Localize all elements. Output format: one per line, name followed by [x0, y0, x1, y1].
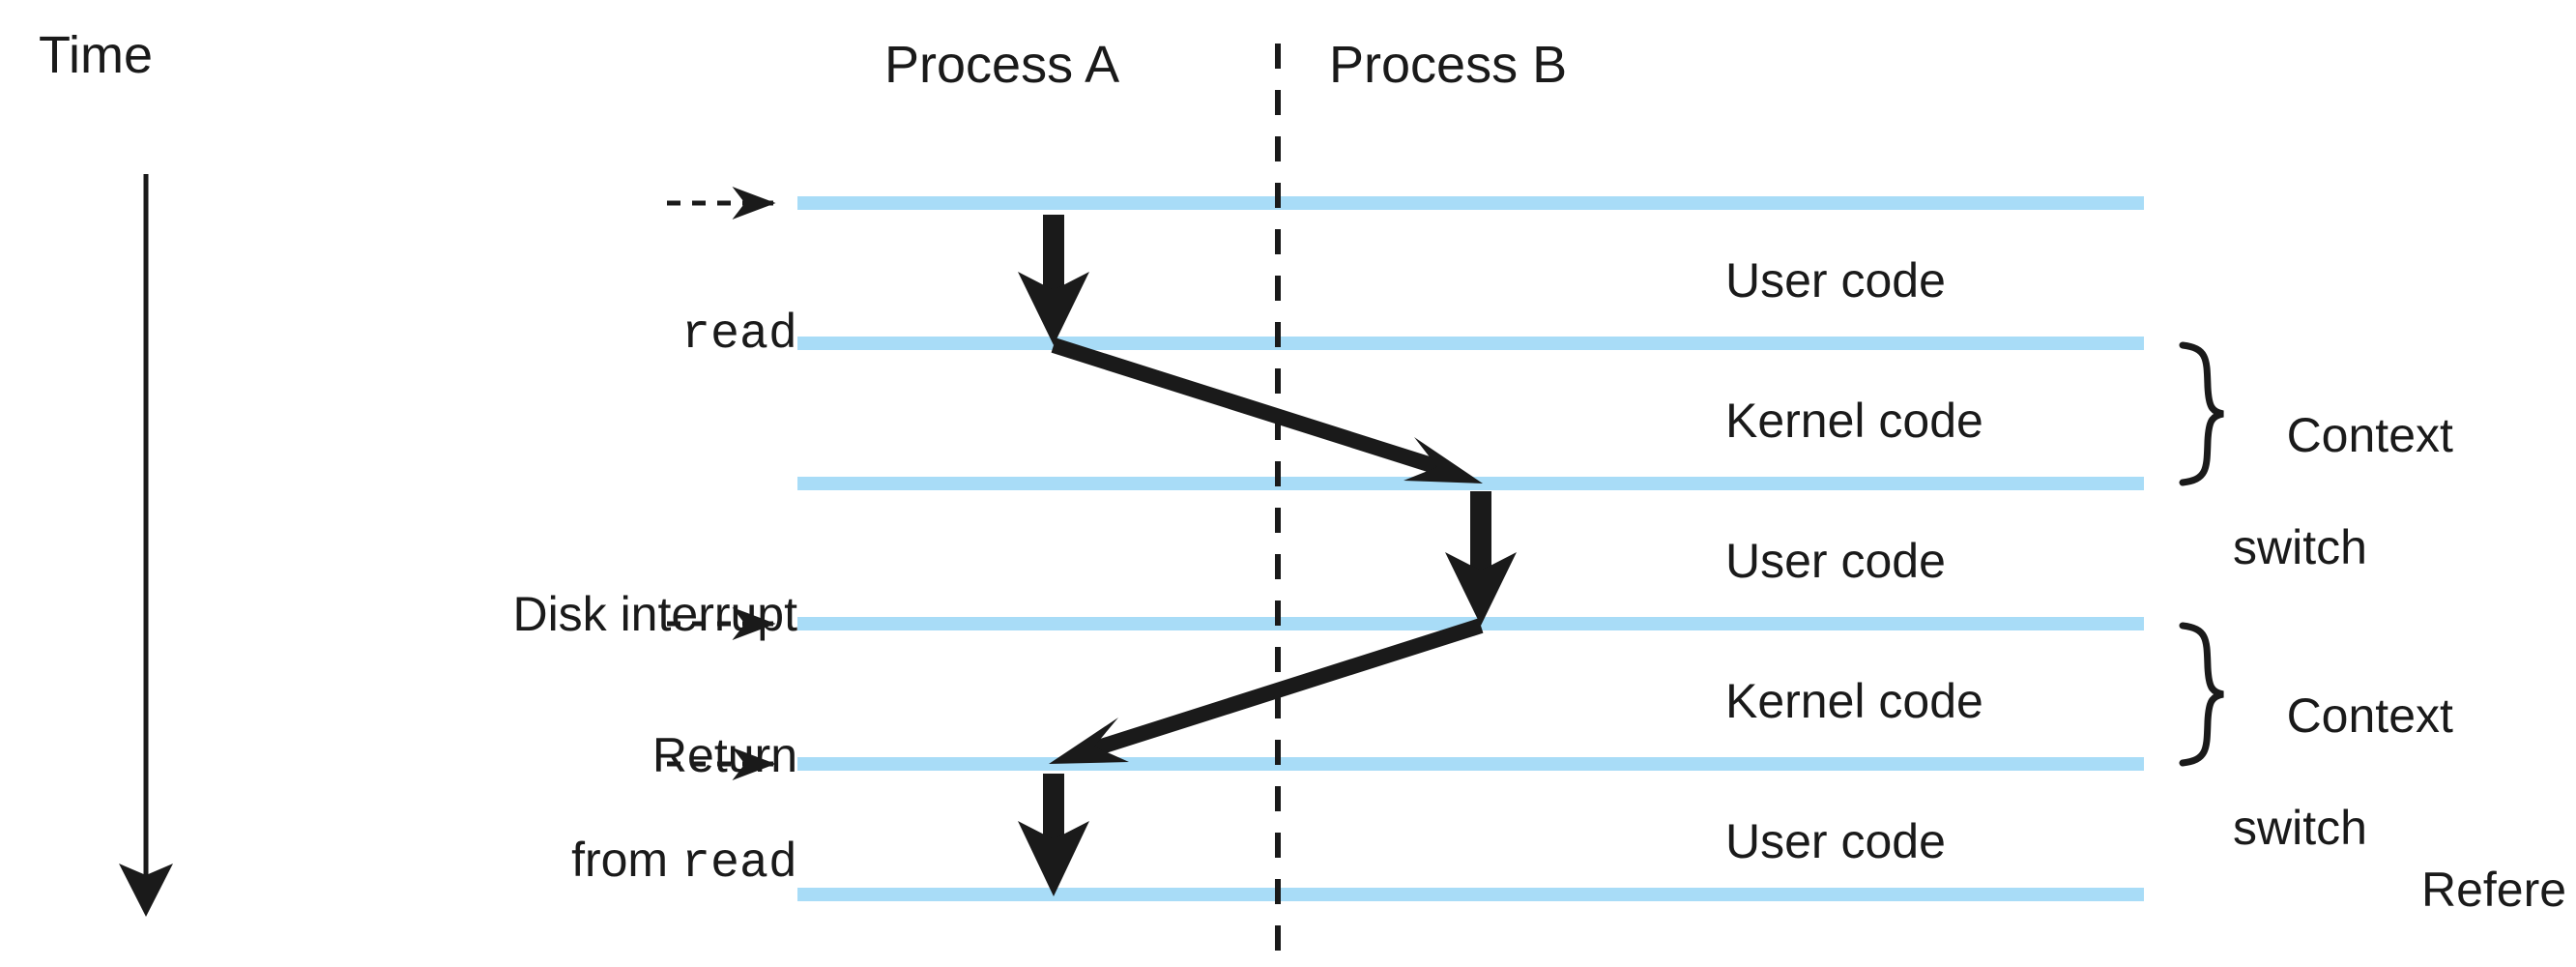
band-kernel-code-2-label: Kernel code — [1725, 674, 1983, 728]
band-kernel-code-1-label: Kernel code — [1725, 394, 1983, 448]
read-event-label: read — [680, 308, 797, 363]
return-line-1: Return — [651, 728, 797, 782]
process-a-column-label: Process A — [884, 36, 1120, 94]
process-b-column-label: Process B — [1329, 36, 1568, 94]
band-user-code-3-label: User code — [1725, 814, 1946, 868]
process-a-first-execution-arrow — [1018, 215, 1089, 345]
time-axis-arrow — [119, 174, 173, 917]
context-switch-brace-2-glyph — [2179, 622, 2224, 767]
context-switch-arrow-b-to-a — [1049, 618, 1484, 764]
context-switch-2-line-1: Context — [2286, 689, 2453, 743]
band-user-code-2-label: User code — [1725, 534, 1946, 588]
return-line-2: from read — [571, 834, 797, 891]
time-axis-label: Time — [39, 26, 153, 84]
trailing-reference-text: Refere — [2421, 863, 2567, 917]
context-switch-arrow-a-to-b — [1051, 337, 1483, 484]
return-from-read-event-label: Return from read — [571, 677, 797, 967]
context-switch-brace-1-glyph — [2179, 341, 2224, 486]
process-b-execution-arrow — [1445, 491, 1517, 626]
context-switch-1-label: Context switch — [2233, 351, 2453, 688]
process-a-resume-execution-arrow — [1018, 774, 1089, 896]
return-read-word: read — [680, 836, 797, 892]
context-switch-2-line-2: switch — [2233, 801, 2367, 855]
context-switch-1-line-1: Context — [2286, 408, 2453, 462]
disk-interrupt-event-label: Disk interrupt — [512, 587, 797, 641]
band-user-code-1-label: User code — [1725, 253, 1946, 308]
return-from-word: from — [571, 833, 681, 887]
context-switch-1-line-2: switch — [2233, 520, 2367, 574]
context-switch-2-label: Context switch — [2233, 631, 2453, 967]
